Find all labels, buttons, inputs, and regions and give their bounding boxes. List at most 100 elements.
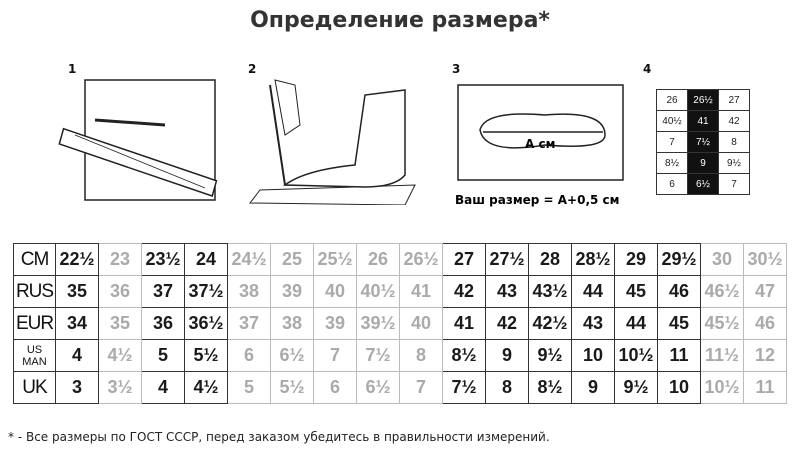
size-cell: 44: [614, 307, 658, 340]
foot-tracing-illustration: [248, 79, 416, 205]
grid-cell: 40½: [656, 110, 688, 132]
size-cell: 44: [571, 275, 615, 308]
size-cell: 46: [743, 307, 787, 340]
size-cell: 30½: [743, 243, 787, 276]
grid-cell: 27: [718, 89, 750, 111]
size-cell: 45½: [700, 307, 744, 340]
size-cell: 8½: [528, 371, 572, 404]
size-cell: 35: [55, 275, 99, 308]
row-label: UK: [13, 371, 56, 404]
size-formula: Ваш размер = А+0,5 см: [455, 193, 620, 207]
size-cell: 9: [571, 371, 615, 404]
grid-cell: 8: [718, 131, 750, 153]
size-cell: 43½: [528, 275, 572, 308]
size-cell: 34: [55, 307, 99, 340]
size-cell: 29: [614, 243, 658, 276]
grid-cell: 41: [687, 110, 719, 132]
size-cell: 35: [98, 307, 142, 340]
size-cell: 5½: [270, 371, 314, 404]
grid-cell: 6½: [687, 173, 719, 195]
size-cell: 3: [55, 371, 99, 404]
grid-cell: 26½: [687, 89, 719, 111]
size-cell: 11½: [700, 339, 744, 372]
size-cell: 46: [657, 275, 701, 308]
row-label: US MAN: [13, 339, 56, 372]
size-cell: 41: [442, 307, 486, 340]
size-cell: 23: [98, 243, 142, 276]
grid-cell: 6: [656, 173, 688, 195]
size-cell: 27½: [485, 243, 529, 276]
step-number: 1: [68, 62, 77, 76]
size-cell: 38: [270, 307, 314, 340]
size-cell: 22½: [55, 243, 99, 276]
size-cell: 6½: [270, 339, 314, 372]
size-cell: 28½: [571, 243, 615, 276]
measure-label: А см: [525, 137, 555, 151]
size-cell: 25: [270, 243, 314, 276]
size-cell: 11: [743, 371, 787, 404]
size-cell: 37: [141, 275, 185, 308]
size-cell: 5: [227, 371, 271, 404]
size-cell: 3½: [98, 371, 142, 404]
size-cell: 12: [743, 339, 787, 372]
grid-cell: 8½: [656, 152, 688, 174]
size-cell: 7: [399, 371, 443, 404]
size-cell: 10: [571, 339, 615, 372]
size-cell: 4½: [184, 371, 228, 404]
size-cell: 5½: [184, 339, 228, 372]
grid-cell: 9: [687, 152, 719, 174]
page-title: Определение размера*: [250, 8, 550, 33]
size-cell: 36: [141, 307, 185, 340]
size-cell: 24½: [227, 243, 271, 276]
row-label: EUR: [13, 307, 56, 340]
size-cell: 40: [399, 307, 443, 340]
size-cell: 37: [227, 307, 271, 340]
size-cell: 9: [485, 339, 529, 372]
size-cell: 4: [141, 371, 185, 404]
grid-cell: 7: [718, 173, 750, 195]
size-cell: 42: [442, 275, 486, 308]
grid-cell: 9½: [718, 152, 750, 174]
size-cell: 45: [657, 307, 701, 340]
row-label: RUS: [13, 275, 56, 308]
size-cell: 36½: [184, 307, 228, 340]
size-cell: 4: [55, 339, 99, 372]
grid-cell: 26: [656, 89, 688, 111]
step-number: 3: [452, 62, 461, 76]
size-cell: 40: [313, 275, 357, 308]
paper-ruler-illustration: [58, 79, 218, 201]
size-cell: 28: [528, 243, 572, 276]
size-cell: 47: [743, 275, 787, 308]
size-cell: 10½: [700, 371, 744, 404]
size-cell: 38: [227, 275, 271, 308]
size-cell: 4½: [98, 339, 142, 372]
size-cell: 7½: [442, 371, 486, 404]
size-cell: 24: [184, 243, 228, 276]
size-cell: 7: [313, 339, 357, 372]
size-cell: 39: [313, 307, 357, 340]
size-cell: 25½: [313, 243, 357, 276]
grid-cell: 7½: [687, 131, 719, 153]
size-cell: 6: [313, 371, 357, 404]
size-cell: 39½: [356, 307, 400, 340]
size-cell: 23½: [141, 243, 185, 276]
size-cell: 40½: [356, 275, 400, 308]
step-number: 2: [248, 62, 257, 76]
size-cell: 43: [571, 307, 615, 340]
size-cell: 26½: [399, 243, 443, 276]
size-cell: 27: [442, 243, 486, 276]
size-cell: 8½: [442, 339, 486, 372]
size-cell: 6½: [356, 371, 400, 404]
size-cell: 46½: [700, 275, 744, 308]
size-cell: 7½: [356, 339, 400, 372]
size-cell: 42½: [528, 307, 572, 340]
size-cell: 6: [227, 339, 271, 372]
size-cell: 5: [141, 339, 185, 372]
size-cell: 26: [356, 243, 400, 276]
step-number: 4: [643, 62, 652, 76]
